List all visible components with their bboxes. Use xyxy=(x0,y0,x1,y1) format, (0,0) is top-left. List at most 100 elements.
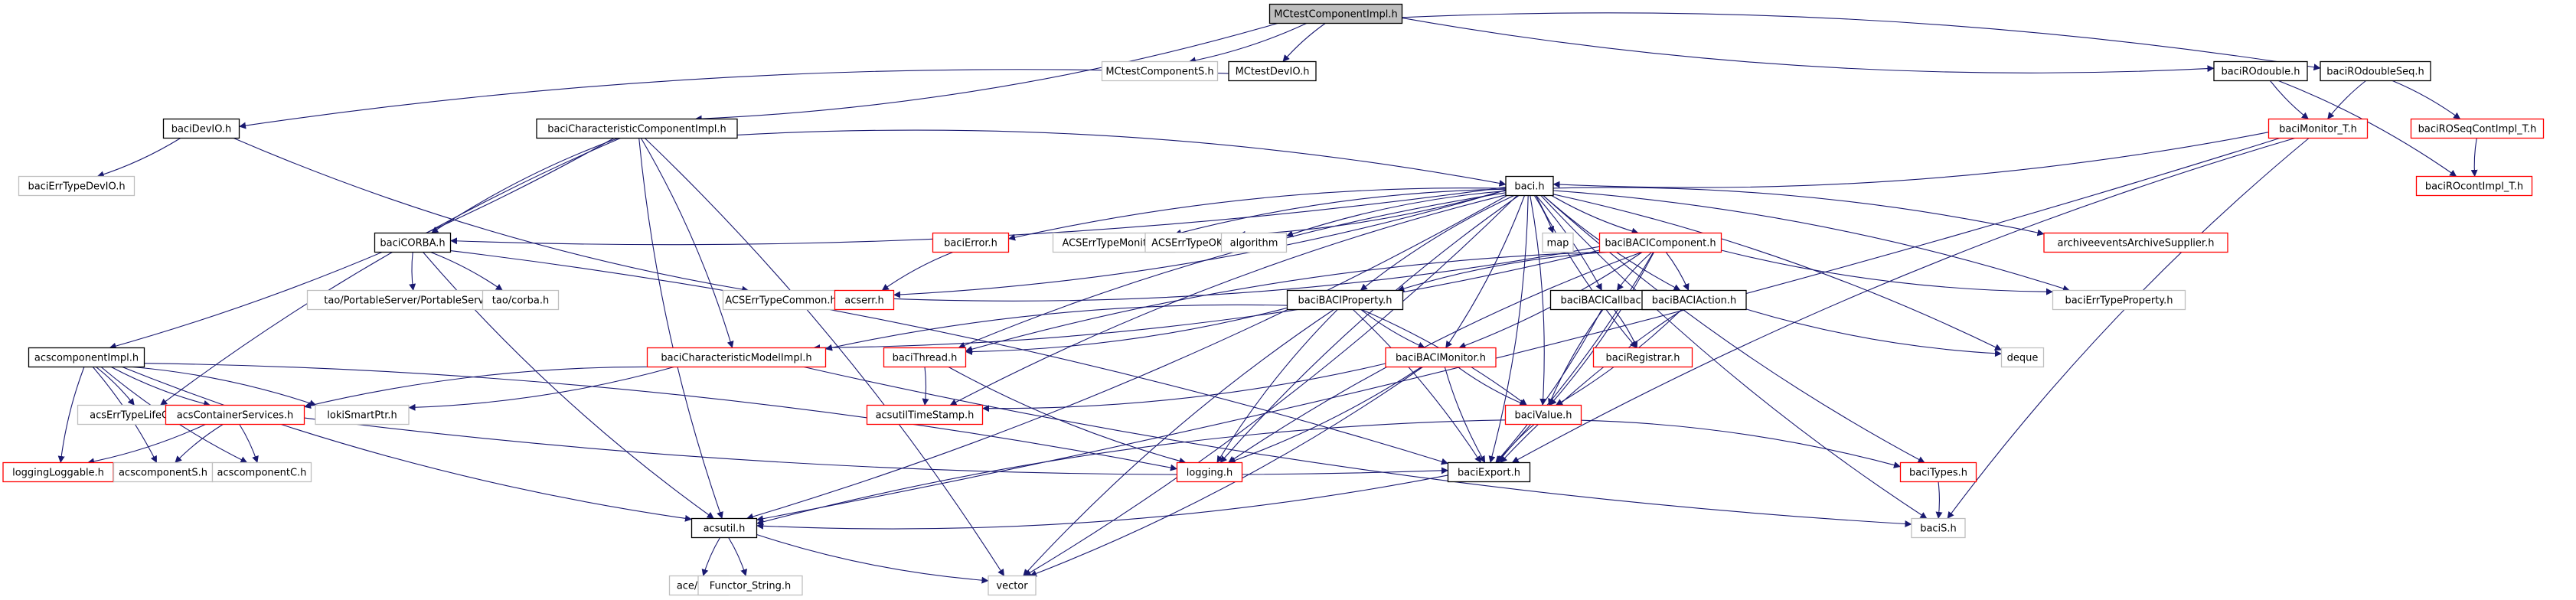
node-baciErrTypeProperty: baciErrTypeProperty.h xyxy=(2052,289,2186,311)
node-baci[interactable]: baci.h xyxy=(1505,175,1554,197)
edge-baci-to-algorithm xyxy=(1286,190,1507,237)
edge-acscomponentImpl-to-loggingLoggable xyxy=(57,367,85,463)
edge-baciBACIComponent-to-baciValue xyxy=(1549,252,1654,406)
node-logging[interactable]: logging.h xyxy=(1176,461,1243,483)
node-baciBACIMonitor[interactable]: baciBACIMonitor.h xyxy=(1385,347,1497,368)
node-baciDevIO[interactable]: baciDevIO.h xyxy=(162,118,240,139)
node-box xyxy=(1504,404,1582,426)
node-box xyxy=(1220,232,1288,253)
node-baciCORBA[interactable]: baciCORBA.h xyxy=(374,232,452,253)
edge-baciThread-to-acsutilTimeStamp xyxy=(922,367,929,406)
edge-baciBACIComponent-to-baciCharacteristicModelImpl xyxy=(813,249,1600,351)
edge-acsContainerServices-to-acscomponentS xyxy=(175,424,224,463)
edge-baci-to-baciBACIProperty xyxy=(1360,195,1515,291)
node-deque: deque xyxy=(2000,347,2045,368)
node-MCtestDevIO[interactable]: MCtestDevIO.h xyxy=(1228,60,1317,82)
node-box xyxy=(932,232,1010,253)
edge-acscomponentImpl-to-acsutil xyxy=(122,366,692,522)
node-ACSErrTypeCommon: ACSErrTypeCommon.h xyxy=(722,289,840,311)
node-acsutil[interactable]: acsutil.h xyxy=(691,517,758,539)
edge-baciBACIMonitor-to-baciValue xyxy=(1457,367,1527,406)
node-label: acserr.h xyxy=(844,295,884,307)
edge-baciBACIMonitor-to-vector xyxy=(1030,367,1423,577)
node-baciError[interactable]: baciError.h xyxy=(932,232,1010,253)
node-label: acsutilTimeStamp.h xyxy=(876,410,975,422)
node-box xyxy=(834,289,895,311)
edge-baci-to-baciS xyxy=(1540,195,1928,519)
node-box xyxy=(2320,60,2431,82)
edge-baci-to-ACSErrTypeMonitor xyxy=(1174,188,1507,236)
node-acserr[interactable]: acserr.h xyxy=(834,289,895,311)
node-label: baciTypes.h xyxy=(1909,468,1967,479)
edge-baci-to-baciValue xyxy=(1530,195,1547,406)
node-archiveeventsArchiveSupplier[interactable]: archiveeventsArchiveSupplier.h xyxy=(2043,232,2228,253)
node-acsutilTimeStamp[interactable]: acsutilTimeStamp.h xyxy=(866,404,984,426)
edge-baciROSeqContImpl_T-to-baciROcontImpl_T xyxy=(2470,138,2478,177)
edge-baci-to-deque xyxy=(1552,194,2002,351)
edge-baciCharacteristicModelImpl-to-baciS xyxy=(803,366,1912,527)
node-baciRegistrar[interactable]: baciRegistrar.h xyxy=(1592,347,1693,368)
edge-baciROdoubleSeq-to-baciMonitor_T xyxy=(2327,80,2366,119)
node-box xyxy=(883,347,967,368)
node-acscomponentImpl[interactable]: acscomponentImpl.h xyxy=(28,347,145,368)
edge-acscomponentImpl-to-acsErrTypeLifeCycle xyxy=(96,367,135,406)
edge-baciBACIComponent-to-baciThread xyxy=(965,251,1600,353)
edge-baciCharacteristicComponentImpl-to-acsErrTypeLifeCycle xyxy=(160,137,621,406)
node-baciTypes[interactable]: baciTypes.h xyxy=(1899,461,1977,483)
edge-baciBACICallback-to-baciValue xyxy=(1548,309,1604,406)
node-label: baciBACIComponent.h xyxy=(1605,238,1716,249)
node-label: deque xyxy=(2007,353,2039,364)
edge-baciBACIProperty-to-vector xyxy=(1023,309,1334,576)
node-label: baciError.h xyxy=(944,238,997,249)
edge-MCtestComponentImpl-to-baciROdouble xyxy=(1402,17,2215,73)
node-baciROdouble[interactable]: baciROdouble.h xyxy=(2213,60,2308,82)
node-label: tao/PortableServer/PortableServer.h xyxy=(324,295,502,307)
node-box xyxy=(1899,461,1977,483)
node-baciROSeqContImpl_T[interactable]: baciROSeqContImpl_T.h xyxy=(2410,118,2545,139)
edge-baciCharacteristicComponentImpl-to-acsutil xyxy=(638,138,723,519)
node-box xyxy=(536,118,738,139)
node-label: acsContainerServices.h xyxy=(177,410,294,422)
node-label: baciErrTypeDevIO.h xyxy=(28,181,125,193)
edge-baci-to-baciBACIComponent xyxy=(1551,195,1639,235)
node-baciBACIProperty[interactable]: baciBACIProperty.h xyxy=(1286,289,1404,311)
edge-baciExport-to-acsutil xyxy=(756,474,1448,530)
edge-MCtestComponentImpl-to-MCtestComponentS xyxy=(1188,23,1307,64)
node-acsContainerServices[interactable]: acsContainerServices.h xyxy=(165,404,305,426)
node-baciROdoubleSeq[interactable]: baciROdoubleSeq.h xyxy=(2320,60,2431,82)
edge-baciBACIComponent-to-baciBACICallback xyxy=(1616,252,1653,291)
node-baciCharacteristicComponentImpl[interactable]: baciCharacteristicComponentImpl.h xyxy=(536,118,738,139)
node-baciThread[interactable]: baciThread.h xyxy=(883,347,967,368)
node-baciValue[interactable]: baciValue.h xyxy=(1504,404,1582,426)
node-label: baciErrTypeProperty.h xyxy=(2065,295,2173,307)
edge-baci-to-ACSErrTypeOK xyxy=(1238,189,1507,238)
edge-baciBACICallback-to-baciExport xyxy=(1495,309,1602,463)
node-label: loggingLoggable.h xyxy=(12,468,104,479)
node-box xyxy=(1176,461,1243,483)
node-box xyxy=(482,289,560,311)
edge-baci-to-baciThread xyxy=(958,192,1507,349)
node-baciCharacteristicModelImpl[interactable]: baciCharacteristicModelImpl.h xyxy=(646,347,827,368)
node-box xyxy=(1592,347,1693,368)
node-taoPortableServer: tao/PortableServer/PortableServer.h xyxy=(306,289,521,311)
node-baciExport[interactable]: baciExport.h xyxy=(1447,461,1531,483)
node-baciBACIComponent[interactable]: baciBACIComponent.h xyxy=(1598,232,1722,253)
edge-baciCharacteristicModelImpl-to-lokiSmartPtr xyxy=(408,366,674,411)
node-label: baciBACIAction.h xyxy=(1652,295,1737,307)
node-baciBACIAction[interactable]: baciBACIAction.h xyxy=(1641,289,1747,311)
node-baciMonitor_T[interactable]: baciMonitor_T.h xyxy=(2267,118,2369,139)
node-label: acscomponentS.h xyxy=(119,468,207,479)
node-acscomponentC: acscomponentC.h xyxy=(211,461,312,483)
edge-MCtestComponentImpl-to-MCtestDevIO xyxy=(1282,23,1326,62)
node-box xyxy=(722,289,840,311)
edge-MCtestDevIO-to-baciDevIO xyxy=(239,69,1229,129)
edge-MCtestComponentImpl-to-baciROdoubleSeq xyxy=(1402,12,2321,71)
node-box xyxy=(866,404,984,426)
node-baciROcontImpl_T[interactable]: baciROcontImpl_T.h xyxy=(2415,175,2533,197)
node-box xyxy=(211,461,312,483)
node-label: ACSErrTypeCommon.h xyxy=(725,295,836,307)
node-MCtestComponentImpl[interactable]: MCtestComponentImpl.h xyxy=(1268,3,1403,24)
node-loggingLoggable[interactable]: loggingLoggable.h xyxy=(2,461,114,483)
edge-baciBACIComponent-to-ACSErrTypeCommon xyxy=(838,246,1600,302)
edge-baci-to-acsutil xyxy=(746,195,1507,520)
